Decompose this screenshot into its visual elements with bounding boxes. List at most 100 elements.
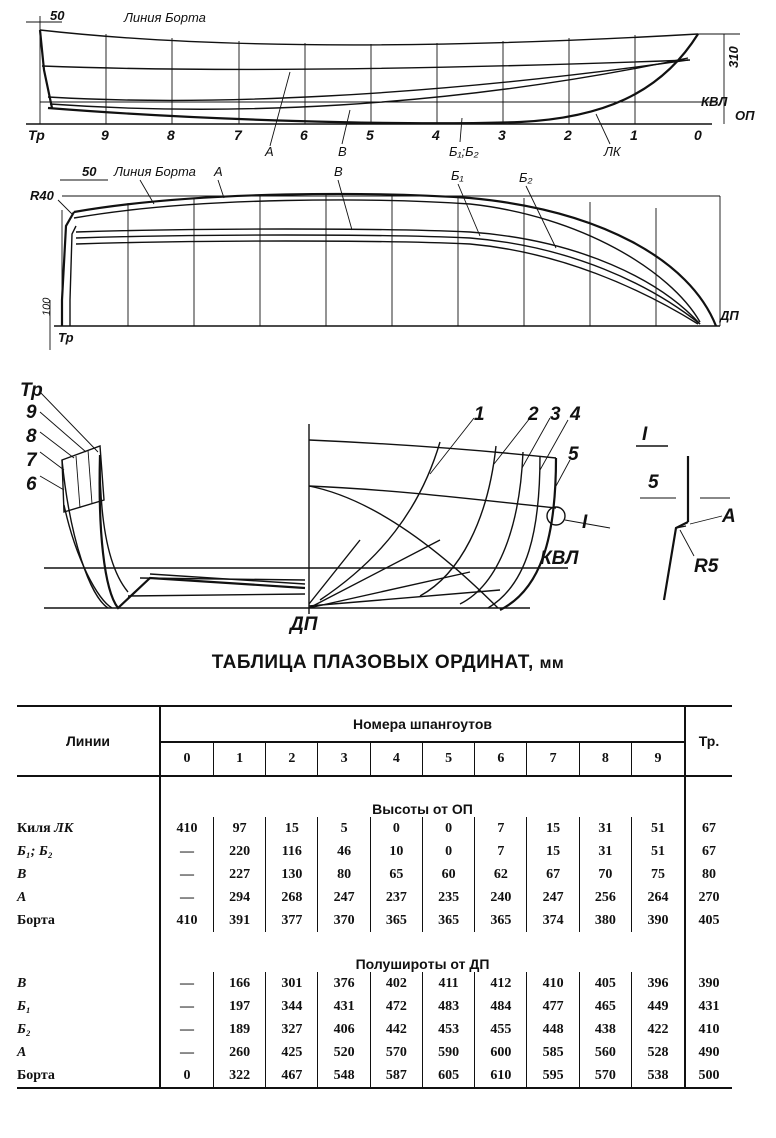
- row-label-italic: А: [17, 1044, 27, 1060]
- col-header-tr: Тр.: [684, 706, 732, 777]
- value-cell: 390: [630, 909, 685, 932]
- body-aft-label-8: 8: [26, 426, 37, 447]
- value-cell-tr: 67: [684, 840, 732, 863]
- value-cell: 422: [630, 1018, 685, 1041]
- profile-kvl-label: КВЛ: [701, 94, 728, 109]
- value-cell: 396: [630, 972, 685, 995]
- body-kvl-label: КВЛ: [540, 548, 579, 569]
- value-cell: 220: [212, 840, 266, 863]
- value-cell: 15: [526, 840, 580, 863]
- section-title: Полуширoты от ДП: [355, 956, 490, 972]
- value-cell: 370: [317, 909, 371, 932]
- value-cell: —: [179, 998, 194, 1014]
- row-label: В: [17, 863, 161, 886]
- station-header: 1: [212, 742, 266, 777]
- value-cell: 377: [265, 909, 318, 932]
- value-cell: 431: [317, 995, 371, 1018]
- value-cell: 60: [421, 863, 475, 886]
- value-cell: 256: [578, 886, 632, 909]
- value-cell: —: [179, 889, 194, 905]
- value-cell: 0: [421, 840, 475, 863]
- value-cell: 15: [265, 817, 318, 840]
- row-label: Борта: [17, 909, 161, 932]
- row-label-text: Борта: [17, 912, 55, 928]
- value-cell: 449: [630, 995, 685, 1018]
- value-cell: 327: [265, 1018, 318, 1041]
- table-title-text: ТАБЛИЦА ПЛАЗОВЫХ ОРДИНАТ,: [211, 652, 534, 673]
- col-header-stations: Номера шпангоутов: [160, 706, 685, 743]
- value-cell: 600: [474, 1041, 527, 1064]
- value-cell-tr: 80: [684, 863, 732, 886]
- value-cell: 0: [160, 1064, 214, 1089]
- value-cell: 410: [526, 972, 580, 995]
- value-cell: 46: [317, 840, 371, 863]
- value-cell: 585: [526, 1041, 580, 1064]
- station-header: 9: [630, 742, 685, 777]
- profile-station-3: 3: [498, 127, 506, 143]
- value-cell-tr: 490: [684, 1041, 732, 1064]
- plan-line-b1-label: Б₁: [451, 168, 464, 183]
- value-cell: 453: [421, 1018, 475, 1041]
- value-cell: 235: [421, 886, 475, 909]
- value-cell-tr: 410: [684, 1018, 732, 1041]
- value-cell: 247: [526, 886, 580, 909]
- value-cell: 80: [317, 863, 371, 886]
- value-cell: 570: [578, 1064, 632, 1089]
- station-header: 4: [369, 742, 423, 777]
- row-label-italic: А: [17, 889, 27, 905]
- value-cell: 51: [630, 817, 685, 840]
- value-cell: 520: [317, 1041, 371, 1064]
- value-cell: 31: [578, 840, 632, 863]
- row-label: В: [17, 972, 161, 995]
- value-cell: 438: [578, 1018, 632, 1041]
- value-cell: 260: [212, 1041, 266, 1064]
- station-header: 2: [265, 742, 318, 777]
- station-header: 7: [526, 742, 580, 777]
- value-cell: 130: [265, 863, 318, 886]
- value-cell: 587: [369, 1064, 423, 1089]
- value-cell: 483: [421, 995, 475, 1018]
- value-cell: 15: [526, 817, 580, 840]
- row-label-italic: В: [17, 975, 27, 991]
- value-cell: 548: [317, 1064, 371, 1089]
- row-label: Борта: [17, 1064, 161, 1089]
- profile-station-1: 1: [630, 127, 638, 143]
- value-cell: 374: [526, 909, 580, 932]
- plan-sheer-label: Линия Борта: [113, 164, 196, 179]
- body-dp-label: ДП: [288, 614, 318, 635]
- value-cell: 7: [474, 817, 527, 840]
- profile-dim-310: 310: [726, 46, 741, 68]
- value-cell: 610: [474, 1064, 527, 1089]
- row-label: А: [17, 886, 161, 909]
- value-cell: 465: [578, 995, 632, 1018]
- station-header: 3: [317, 742, 371, 777]
- value-cell: 595: [526, 1064, 580, 1089]
- value-cell: 402: [369, 972, 423, 995]
- value-cell: 425: [265, 1041, 318, 1064]
- station-header: 5: [421, 742, 475, 777]
- value-cell: 344: [265, 995, 318, 1018]
- value-cell: 62: [474, 863, 527, 886]
- value-cell: 301: [265, 972, 318, 995]
- profile-station-4: 4: [431, 127, 440, 143]
- table-title-unit: мм: [539, 655, 565, 672]
- value-cell: —: [179, 1044, 194, 1060]
- plan-tr-label: Тр: [58, 330, 74, 345]
- profile-line-lk-label: ЛК: [603, 144, 622, 159]
- value-cell: 97: [212, 817, 266, 840]
- value-cell: 322: [212, 1064, 266, 1089]
- profile-station-6: 6: [300, 127, 308, 143]
- value-cell: 380: [578, 909, 632, 932]
- value-cell: —: [179, 843, 194, 859]
- profile-line-b-label: Б₁;Б₂: [449, 144, 479, 159]
- profile-stations: [39, 30, 636, 124]
- value-cell-tr: 500: [684, 1064, 732, 1089]
- value-cell: 268: [265, 886, 318, 909]
- plan-line-b2-label: Б₂: [519, 170, 532, 185]
- value-cell: 455: [474, 1018, 527, 1041]
